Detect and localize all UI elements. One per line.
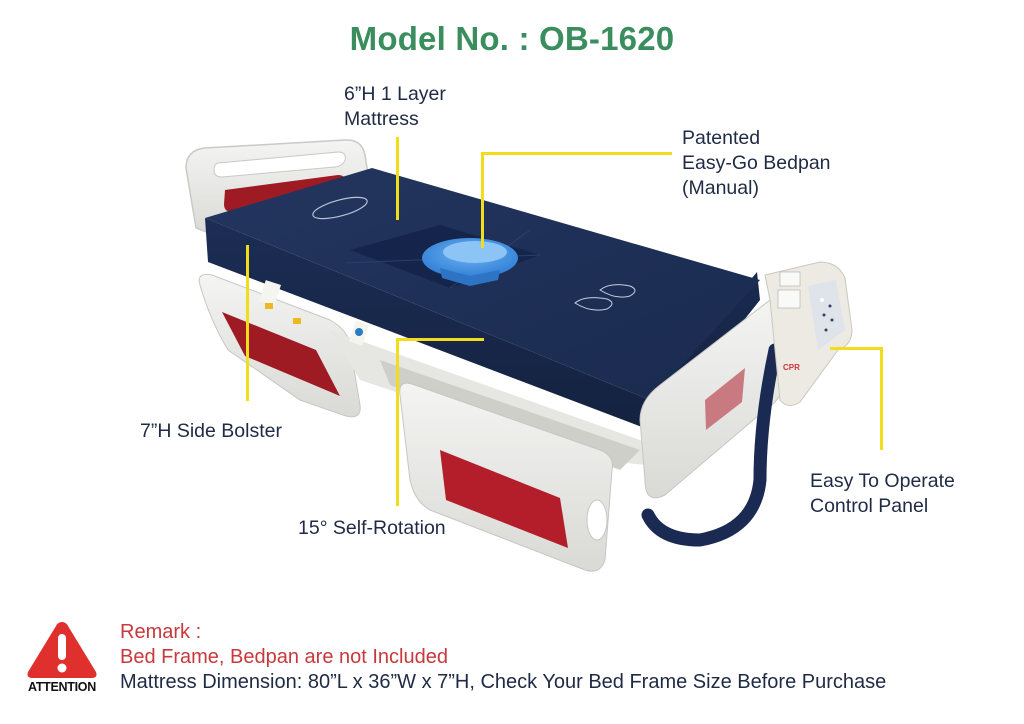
callout-side-bolster: 7”H Side Bolster bbox=[140, 419, 282, 444]
leader-bedpan-v bbox=[481, 152, 484, 248]
remark-heading: Remark : bbox=[120, 621, 202, 643]
leader-bedpan-h bbox=[481, 152, 672, 155]
mattress-top bbox=[205, 168, 760, 400]
side-rail-head bbox=[198, 274, 361, 418]
remark-not-included: Bed Frame, Bedpan are not Included bbox=[120, 646, 448, 668]
callout-bedpan: Patented Easy-Go Bedpan (Manual) bbox=[682, 126, 831, 201]
callout-rotation-line1: 15° Self-Rotation bbox=[298, 517, 446, 539]
leader-panel-h bbox=[830, 347, 882, 350]
callout-control-panel-line2: Control Panel bbox=[810, 495, 929, 517]
attention-badge: ATTENTION bbox=[20, 620, 104, 695]
leader-rotation-v bbox=[396, 338, 399, 506]
callout-side-bolster-line1: 7”H Side Bolster bbox=[140, 420, 282, 442]
model-title: Model No. : OB-1620 bbox=[349, 20, 675, 57]
leader-rotation-h bbox=[396, 338, 484, 341]
callout-bedpan-line2: Easy-Go Bedpan bbox=[682, 152, 831, 174]
warning-triangle-icon bbox=[27, 622, 97, 678]
callout-control-panel-line1: Easy To Operate bbox=[810, 470, 955, 492]
callout-mattress-line1: 6”H 1 Layer bbox=[344, 83, 446, 105]
side-rail-foot bbox=[399, 382, 613, 572]
callout-mattress: 6”H 1 Layer Mattress bbox=[344, 82, 446, 132]
callout-rotation: 15° Self-Rotation bbox=[298, 516, 446, 541]
callout-bedpan-line3: (Manual) bbox=[682, 177, 759, 199]
callout-control-panel: Easy To Operate Control Panel bbox=[810, 469, 955, 519]
leader-mattress bbox=[396, 137, 399, 220]
control-panel: CPR bbox=[764, 261, 853, 406]
remark-dimension: Mattress Dimension: 80”L x 36”W x 7”H, C… bbox=[120, 671, 887, 693]
attention-label: ATTENTION bbox=[28, 680, 96, 694]
remark-block: Remark : Bed Frame, Bedpan are not Inclu… bbox=[120, 620, 886, 695]
callout-bedpan-line1: Patented bbox=[682, 127, 761, 149]
callout-mattress-line2: Mattress bbox=[344, 108, 419, 130]
leader-bolster bbox=[246, 245, 249, 401]
product-illustration: CPR bbox=[185, 139, 853, 572]
leader-panel-v bbox=[880, 347, 883, 450]
cpr-badge: CPR bbox=[783, 363, 800, 372]
bedpan bbox=[422, 238, 518, 286]
